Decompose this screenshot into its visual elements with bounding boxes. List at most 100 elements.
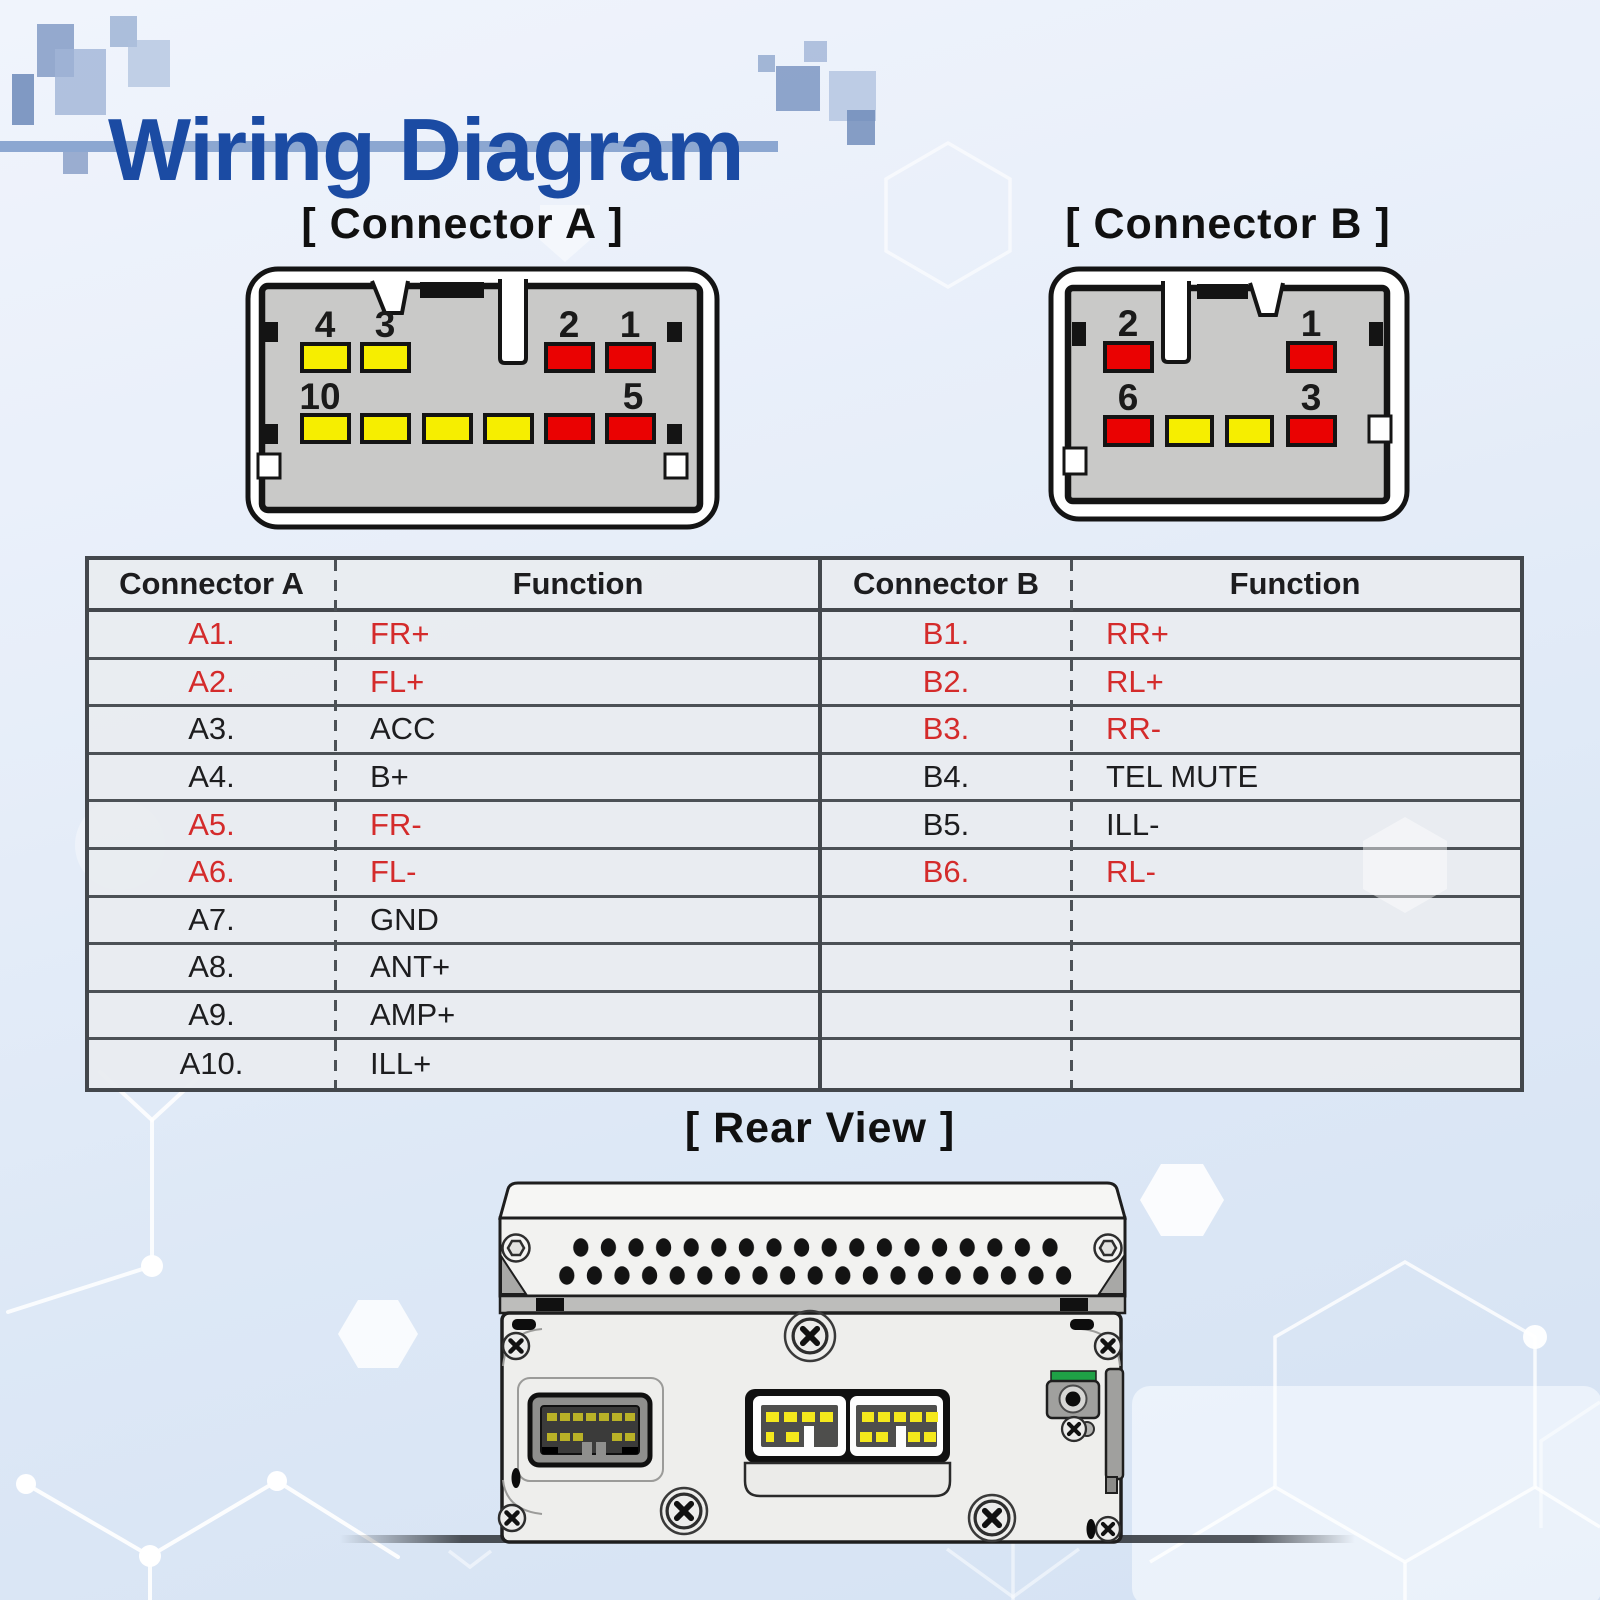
table-row-function: ILL- — [1070, 802, 1520, 850]
table-row-function: RL- — [1070, 850, 1520, 898]
table-row-pin: A10. — [179, 1046, 244, 1082]
key-slot — [1161, 281, 1191, 364]
table-column-divider — [1070, 560, 1073, 1088]
table-row-function — [1070, 993, 1520, 1041]
pin — [1225, 415, 1274, 447]
pin-a5 — [605, 413, 656, 444]
body-pill — [1070, 1319, 1094, 1330]
table-row-function — [1070, 898, 1520, 946]
rear-socket-a — [527, 1392, 653, 1468]
vent-side — [500, 1252, 528, 1295]
hexagon-filled — [338, 1300, 418, 1368]
side-notch — [1367, 414, 1393, 444]
table-row-function: RR- — [1070, 707, 1520, 755]
table-row-pin: A9. — [89, 993, 334, 1041]
rear-view-title: [ Rear View ] — [684, 1104, 956, 1152]
pin — [483, 413, 534, 444]
pin-number: 5 — [623, 376, 644, 417]
title-underline — [0, 141, 778, 152]
side-tab — [1072, 322, 1086, 346]
pixel-square — [804, 41, 827, 62]
pin-a4 — [300, 342, 351, 373]
pin-number: 4 — [315, 304, 336, 345]
table-row-function: FL- — [334, 850, 822, 898]
key-notch — [1248, 282, 1285, 317]
phillips-screw — [793, 1319, 827, 1353]
column-header: Function — [334, 560, 822, 612]
table-row-function: TEL MUTE — [1070, 755, 1520, 803]
pin-a2 — [544, 342, 595, 373]
hexagon-outline — [884, 140, 1012, 290]
pin — [1165, 415, 1214, 447]
page-title: Wiring Diagram — [108, 99, 745, 199]
pixel-square — [847, 110, 875, 145]
pin-number: 2 — [1118, 303, 1139, 344]
pin-number: 1 — [1301, 303, 1322, 344]
phillips-screw — [503, 1333, 529, 1359]
table-row-pin: A8. — [89, 945, 334, 993]
screw-ring — [783, 1309, 837, 1363]
table-row-function — [1070, 1040, 1520, 1088]
table-row-function: FL+ — [334, 660, 822, 708]
light-patch — [1132, 1386, 1600, 1600]
hex-screw — [1093, 1233, 1123, 1263]
pin-number: 2 — [559, 304, 580, 345]
pin-b1 — [1286, 341, 1337, 373]
side-tab — [667, 322, 682, 342]
table-row-pin — [822, 1040, 1070, 1088]
pin-number: 10 — [299, 376, 340, 417]
connector-a-diagram: 4 3 2 1 10 5 — [245, 266, 720, 530]
table-row-pin — [822, 898, 1070, 946]
pixel-square — [12, 74, 34, 125]
table-row-function: FR+ — [334, 612, 822, 660]
hexagon-outline-large — [1273, 1259, 1537, 1565]
molecule-line — [1534, 1485, 1600, 1529]
table-row-function: B+ — [334, 755, 822, 803]
body-pill — [512, 1319, 536, 1330]
table-row-pin — [822, 945, 1070, 993]
band-tab — [536, 1298, 564, 1311]
table-row-function: ILL+ — [370, 1046, 432, 1082]
table-row-pin: A1. — [89, 612, 334, 660]
molecule-dot — [16, 1474, 36, 1494]
side-notch — [1062, 446, 1088, 476]
phillips-screw — [975, 1501, 1009, 1535]
pixel-square — [128, 40, 170, 87]
vent-side — [1097, 1252, 1125, 1295]
table-row-pin — [822, 993, 1070, 1041]
connector-b-title: [ Connector B ] — [1065, 200, 1391, 248]
connector-b-diagram: 2 1 6 3 — [1048, 266, 1410, 522]
screw-ring — [659, 1486, 709, 1536]
side-notch — [256, 452, 282, 480]
table-row-pin: B1. — [822, 612, 1070, 660]
table-row-pin: A6. — [89, 850, 334, 898]
column-header: Function — [1070, 560, 1520, 612]
table-row-function — [1070, 945, 1520, 993]
slot-hole — [1086, 1519, 1096, 1539]
pin-b6 — [1103, 415, 1154, 447]
side-notch — [663, 452, 689, 480]
pin-a3 — [360, 342, 411, 373]
rear-socket-b — [743, 1389, 952, 1498]
pin-number: 1 — [620, 304, 641, 345]
connector-b-table: Connector B Function B1. RR+ B2. RL+ B3.… — [818, 556, 1524, 1092]
connector-a-table: Connector A Function A1. FR+ A2. FL+ A3.… — [85, 556, 822, 1092]
table-row-pin: B3. — [822, 707, 1070, 755]
table-row-pin: B6. — [822, 850, 1070, 898]
pin-a10 — [300, 413, 351, 444]
side-tab — [1369, 322, 1383, 346]
pin-a1 — [605, 342, 656, 373]
table-row-function: FR- — [334, 802, 822, 850]
table-row-function: ACC — [334, 707, 822, 755]
table-row-pin: B2. — [822, 660, 1070, 708]
pin — [544, 413, 595, 444]
connector-b-body — [1064, 284, 1391, 505]
band-tab — [1060, 1298, 1088, 1311]
table-row-pin: A2. — [89, 660, 334, 708]
table-row-function: ANT+ — [334, 945, 822, 993]
rear-view-diagram — [430, 1181, 1127, 1544]
connector-a-title: [ Connector A ] — [301, 200, 624, 248]
pixel-square — [776, 66, 820, 111]
molecule-dot — [267, 1471, 287, 1491]
